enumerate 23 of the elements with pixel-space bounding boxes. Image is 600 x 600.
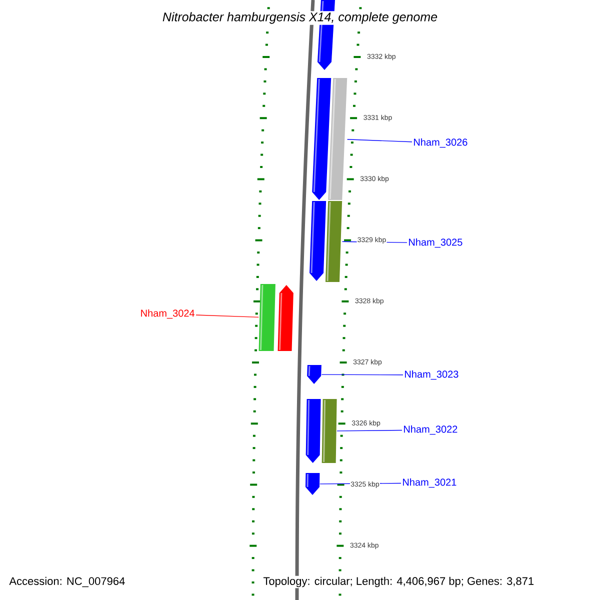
gene-label: Nham_3022 <box>404 425 458 435</box>
leader-line <box>196 314 259 318</box>
gene-feature <box>326 201 342 282</box>
gene-feature <box>306 399 321 463</box>
gene-feature <box>310 201 326 281</box>
gene-feature <box>328 78 348 200</box>
gene-label: Nham_3024 <box>141 309 194 319</box>
leader-line <box>321 374 404 376</box>
gene-feature <box>278 285 294 351</box>
gene-feature <box>322 399 337 463</box>
gene-feature <box>312 78 332 200</box>
accession-text: Accession: NC_007964 <box>9 576 125 588</box>
gene-feature <box>307 365 322 384</box>
gene-label: Nham_3021 <box>403 478 456 488</box>
leader-line <box>336 430 402 432</box>
gene-label: Nham_3023 <box>405 370 458 380</box>
gene-label: Nham_3026 <box>414 138 468 148</box>
gene-feature <box>306 473 320 495</box>
title: Nitrobacter hamburgensis X14, complete genome <box>161 11 439 25</box>
genome-info-text: Topology: circular; Length: 4,406,967 bp; Genes: 3,871 <box>262 576 536 588</box>
gene-feature <box>258 284 276 351</box>
leader-line <box>346 139 412 142</box>
gene-label: Nham_3025 <box>409 238 462 248</box>
